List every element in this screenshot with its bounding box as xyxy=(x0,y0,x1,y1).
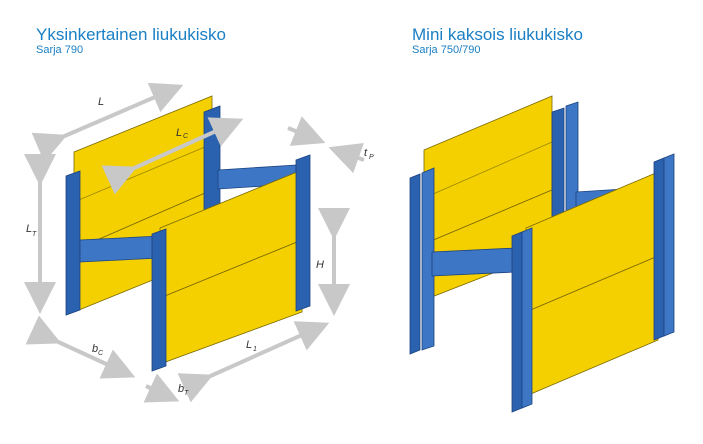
label-L1: L xyxy=(246,339,252,351)
left-diagram-title: Yksinkertainen liukukisko xyxy=(36,25,226,44)
dimension-arrow-L xyxy=(31,82,184,163)
dimension-arrow-bC xyxy=(25,315,136,379)
label-bT: b xyxy=(178,383,184,395)
front-right-rail-inner xyxy=(663,153,675,337)
back-left-rail-inner xyxy=(421,167,435,351)
label-H: H xyxy=(316,259,324,271)
label-LT: L xyxy=(26,223,32,235)
single-rail-shoring-system: L L C L T t P H b C L 1 b T xyxy=(24,82,374,403)
back-left-rail-outer xyxy=(409,173,421,355)
lower-strut xyxy=(79,235,161,263)
front-left-rail xyxy=(151,228,167,372)
left-diagram-subtitle: Sarja 790 xyxy=(36,44,84,56)
label-bC: b xyxy=(92,343,98,355)
dimension-arrow-bT xyxy=(143,373,180,403)
dimension-arrow-L1 xyxy=(177,321,330,403)
mini-double-rail-shoring-system xyxy=(409,95,675,413)
label-tP: t xyxy=(364,147,368,159)
label-Lc: L xyxy=(176,127,182,139)
dimension-arrow-tP-out xyxy=(328,143,365,174)
front-right-rail xyxy=(295,154,311,312)
dimension-arrow-tP-in xyxy=(287,116,326,146)
label-Lc-sub: C xyxy=(183,133,189,140)
lower-strut xyxy=(431,247,517,277)
label-L1-sub: 1 xyxy=(253,346,257,353)
dimension-arrow-Lc xyxy=(101,117,244,195)
label-LT-sub: T xyxy=(32,231,37,238)
right-diagram-title: Mini kaksois liukukisko xyxy=(412,25,583,44)
front-left-rail-inner xyxy=(521,227,533,409)
label-bC-sub: C xyxy=(98,350,104,357)
front-right-rail-outer xyxy=(653,157,665,341)
right-diagram-subtitle: Sarja 750/790 xyxy=(412,44,481,56)
label-tP-sub: P xyxy=(369,154,374,161)
label-L: L xyxy=(98,96,104,108)
front-left-rail-outer xyxy=(511,231,523,413)
label-bT-sub: T xyxy=(184,390,189,397)
back-left-rail xyxy=(65,170,81,316)
